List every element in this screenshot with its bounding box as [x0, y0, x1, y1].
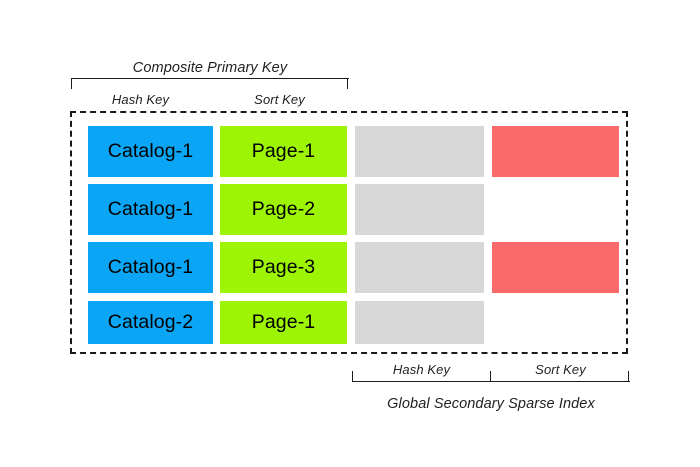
table-cell: Catalog-2	[88, 301, 213, 344]
table-cell	[355, 301, 484, 344]
table-cell: Page-1	[220, 301, 347, 344]
table-cell: Page-2	[220, 184, 347, 235]
sort-key-label-top: Sort Key	[254, 92, 305, 107]
bracket-rule	[71, 78, 349, 79]
dynamodb-table: Catalog-1 Page-1 Catalog-1 Page-2 Catalo…	[70, 111, 628, 354]
table-cell	[492, 184, 619, 235]
composite-primary-key-bracket	[71, 78, 349, 90]
bracket-tick-left	[352, 371, 353, 382]
composite-primary-key-title: Composite Primary Key	[132, 60, 288, 76]
global-secondary-sparse-index-title: Global Secondary Sparse Index	[387, 396, 595, 412]
global-secondary-sparse-index-bracket	[352, 371, 630, 393]
table-cell: Page-3	[220, 242, 347, 293]
bracket-tick-right	[628, 371, 629, 382]
bracket-rule	[352, 381, 630, 382]
table-cell	[355, 126, 484, 177]
bracket-tick-left	[71, 78, 72, 89]
bracket-tick-middle	[490, 371, 491, 382]
table-cell: Catalog-1	[88, 126, 213, 177]
table-cell: Page-1	[220, 126, 347, 177]
table-cell: Catalog-1	[88, 184, 213, 235]
table-cell	[355, 184, 484, 235]
hash-key-label-bottom: Hash Key	[392, 362, 451, 377]
table-cell	[492, 242, 619, 293]
hash-key-label-top: Hash Key	[111, 92, 170, 107]
table-cell: Catalog-1	[88, 242, 213, 293]
table-cell	[355, 242, 484, 293]
bracket-tick-right	[347, 78, 348, 89]
table-cell	[492, 126, 619, 177]
table-cell	[492, 301, 619, 344]
sort-key-label-bottom: Sort Key	[535, 362, 586, 377]
